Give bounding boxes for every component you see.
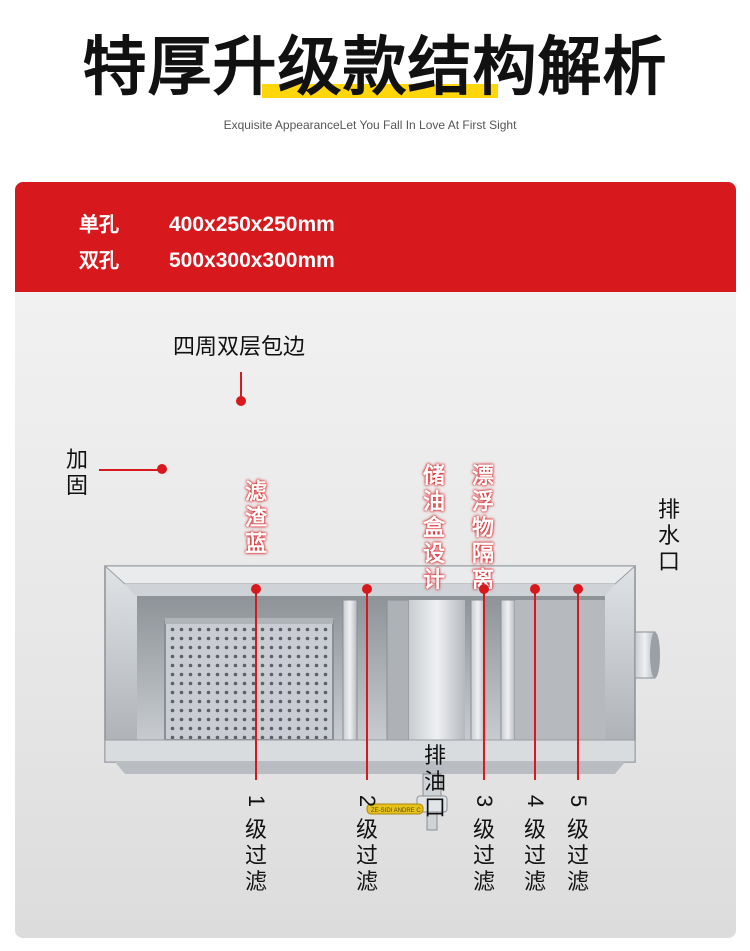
stage-char: 级 <box>472 818 495 843</box>
stage-3-leader-line <box>483 590 485 780</box>
callout-char: 设 <box>422 542 445 567</box>
reinforce-dot <box>157 464 167 474</box>
callout-char: 固 <box>65 474 88 499</box>
edge-dot <box>236 396 246 406</box>
callout-char: 漂 <box>471 464 494 489</box>
stage-char: 级 <box>566 818 589 843</box>
callout-char: 隔 <box>471 542 494 567</box>
stage-char: 滤 <box>566 870 589 895</box>
oil-box-label: 储 油 盒 设 计 <box>419 464 449 594</box>
stage-4-dot <box>530 584 540 594</box>
callout-char: 渣 <box>244 506 267 531</box>
stage-char: 滤 <box>244 870 267 895</box>
edge-leader-line <box>240 372 242 400</box>
stage-number: 5 <box>566 794 591 808</box>
stage-5-dot <box>573 584 583 594</box>
stage-number: 4 <box>523 794 548 808</box>
callout-char: 排 <box>657 498 680 523</box>
stage-char: 过 <box>355 844 378 869</box>
callout-char: 口 <box>423 796 446 821</box>
callout-char: 盒 <box>422 516 445 541</box>
callout-char: 油 <box>423 770 446 795</box>
stage-char: 过 <box>244 844 267 869</box>
header: 特厚升级款结构解析 Exquisite AppearanceLet You Fa… <box>0 0 750 170</box>
edge-callout: 四周双层包边 <box>173 335 306 360</box>
spec-label: 单孔 <box>79 212 119 236</box>
callout-char: 浮 <box>471 490 494 515</box>
stage-2-label: 2 级 过 滤 <box>353 788 381 896</box>
reinforce-callout: 加 固 <box>63 448 91 500</box>
stage-5-label: 5 级 过 滤 <box>564 788 592 896</box>
stage-3-label: 3 级 过 滤 <box>470 788 498 896</box>
product-card: 单孔 400x250x250mm 双孔 500x300x300mm <box>15 182 736 938</box>
callout-char: 物 <box>471 516 494 541</box>
spec-row-single: 单孔 400x250x250mm <box>79 208 335 237</box>
grease-trap-illustration: ZE-SIDI ANDRE C <box>103 565 660 831</box>
stage-4-leader-line <box>534 590 536 780</box>
title-highlight <box>262 84 498 98</box>
stage-char: 过 <box>523 844 546 869</box>
callout-char: 滤 <box>244 480 267 505</box>
page-title: 特厚升级款结构解析 <box>82 31 668 105</box>
callout-char: 水 <box>657 524 680 549</box>
page-subtitle: Exquisite AppearanceLet You Fall In Love… <box>223 118 517 132</box>
stage-char: 滤 <box>472 870 495 895</box>
stage-char: 级 <box>244 818 267 843</box>
oil-outlet-callout: 排 油 口 <box>421 744 449 822</box>
float-separation-label: 漂 浮 物 隔 离 <box>468 464 498 594</box>
stage-number: 1 <box>244 794 269 808</box>
callout-char: 加 <box>65 448 88 473</box>
stage-1-leader-line <box>255 590 257 780</box>
callout-char: 蓝 <box>244 532 267 557</box>
callout-char: 计 <box>422 568 445 593</box>
stage-1-dot <box>251 584 261 594</box>
stage-4-label: 4 级 过 滤 <box>521 788 549 896</box>
spec-value: 500x300x300mm <box>169 249 335 272</box>
stage-2-leader-line <box>366 590 368 780</box>
spec-band: 单孔 400x250x250mm 双孔 500x300x300mm <box>15 182 736 292</box>
callout-char: 口 <box>657 550 680 575</box>
filter-basket <box>164 621 334 741</box>
basket-label: 滤 渣 蓝 <box>241 480 271 558</box>
product-photo: ZE-SIDI ANDRE C <box>15 292 736 938</box>
reinforce-leader-line <box>99 469 161 471</box>
stage-char: 滤 <box>523 870 546 895</box>
stage-char: 过 <box>566 844 589 869</box>
stage-char: 级 <box>523 818 546 843</box>
stage-5-leader-line <box>577 590 579 780</box>
spec-value: 400x250x250mm <box>169 213 335 236</box>
stage-2-dot <box>362 584 372 594</box>
stage-char: 过 <box>472 844 495 869</box>
spec-row-double: 双孔 500x300x300mm <box>79 244 335 273</box>
spec-label: 双孔 <box>79 248 119 272</box>
stage-number: 3 <box>472 794 497 808</box>
callout-char: 排 <box>423 744 446 769</box>
water-outlet-callout: 排 水 口 <box>655 498 683 576</box>
valve-label: ZE-SIDI ANDRE C <box>371 808 421 814</box>
stage-char: 滤 <box>355 870 378 895</box>
stage-char: 级 <box>355 818 378 843</box>
stage-3-dot <box>479 584 489 594</box>
stage-1-label: 1 级 过 滤 <box>242 788 270 896</box>
callout-char: 油 <box>422 490 445 515</box>
stage-number: 2 <box>355 794 380 808</box>
callout-char: 储 <box>422 464 445 489</box>
